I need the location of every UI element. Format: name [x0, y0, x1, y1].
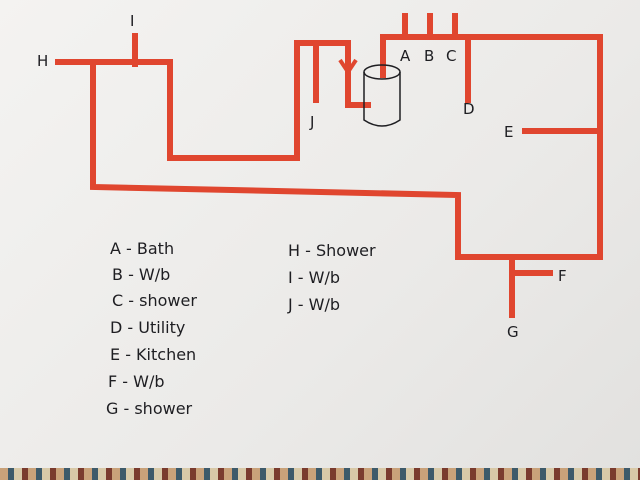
legend-item: J - W/b	[287, 295, 340, 314]
label-b: B	[424, 47, 434, 65]
pipe-h-branch	[55, 40, 351, 161]
background-rug	[0, 468, 640, 480]
label-d: D	[463, 100, 475, 118]
point-labels: I H J A B C D E F G	[37, 12, 567, 341]
flow-arrow-icon	[338, 58, 358, 76]
label-j: J	[309, 113, 314, 131]
label-a: A	[400, 47, 411, 65]
label-e: E	[504, 123, 513, 141]
label-i: I	[130, 12, 134, 30]
label-c: C	[446, 47, 456, 65]
pipe-network	[55, 13, 603, 318]
label-h: H	[37, 52, 48, 70]
legend-item: D - Utility	[110, 318, 185, 337]
legend-item: A - Bath	[110, 239, 174, 258]
legend-item: F - W/b	[108, 372, 165, 391]
legend-item: E - Kitchen	[110, 345, 196, 364]
legend-item: C - shower	[112, 291, 197, 310]
paper-sheet	[0, 0, 640, 470]
water-tank-icon	[363, 64, 401, 127]
legend-item: B - W/b	[112, 265, 170, 284]
pipe-to-tank	[345, 42, 371, 108]
label-g: G	[507, 323, 519, 341]
legend-item: H - Shower	[288, 241, 376, 260]
legend-item: G - shower	[106, 399, 193, 418]
label-f: F	[558, 267, 567, 285]
legend: A - Bath B - W/b C - shower D - Utility …	[106, 239, 376, 418]
legend-item: I - W/b	[288, 268, 340, 287]
pipe-main-loop	[90, 34, 603, 260]
